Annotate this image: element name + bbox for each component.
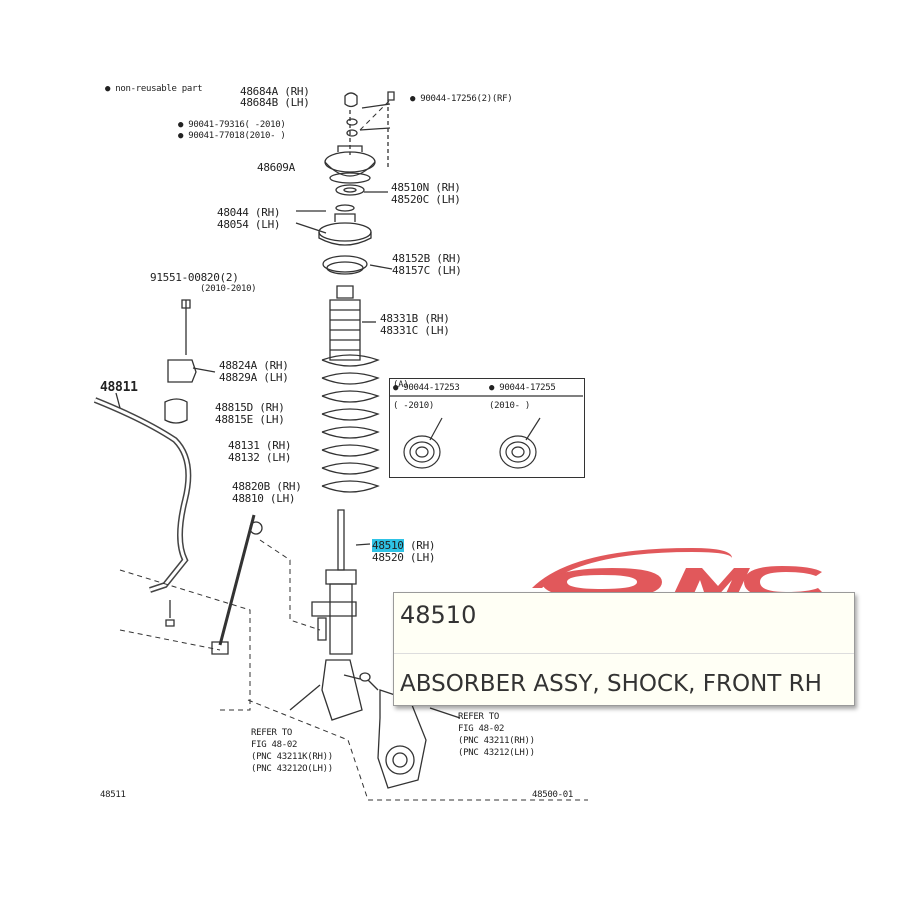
selected-part-number: 48510 xyxy=(372,539,404,552)
part-label-48820b[interactable]: 48820B (RH) xyxy=(232,480,302,493)
part-label-90041-77018[interactable]: ● 90041-77018(2010- ) xyxy=(178,131,286,141)
refer-right-1: REFER TO xyxy=(458,712,499,722)
inset-date-a: ( -2010) xyxy=(393,401,434,411)
part-label-48131[interactable]: 48131 (RH) xyxy=(228,439,292,452)
part-tooltip: 48510 ABSORBER ASSY, SHOCK, FRONT RH xyxy=(393,592,855,706)
inset-part-a[interactable]: ● 90044-17253 xyxy=(393,383,460,393)
tooltip-part-number: 48510 xyxy=(400,601,477,629)
part-label-48132[interactable]: 48132 (LH) xyxy=(228,451,292,464)
part-label-48684b[interactable]: 48684B (LH) xyxy=(240,96,310,109)
part-label-48510-selected[interactable]: 48510 (RH) xyxy=(372,539,436,552)
refer-left-2: FIG 48-02 xyxy=(251,740,298,750)
part-label-48331c[interactable]: 48331C (LH) xyxy=(380,324,450,337)
legend-note: ● non-reusable part xyxy=(105,84,203,94)
part-label-48684a[interactable]: 48684A (RH) xyxy=(240,85,310,98)
tooltip-part-name: ABSORBER ASSY, SHOCK, FRONT RH xyxy=(400,671,822,697)
selected-part-side: (RH) xyxy=(409,539,436,552)
fig-ref: 48500-01 xyxy=(532,790,573,800)
part-label-48829a[interactable]: 48829A (LH) xyxy=(219,371,289,384)
inset-part-b[interactable]: ● 90044-17255 xyxy=(489,383,556,393)
refer-left-1: REFER TO xyxy=(251,728,292,738)
part-label-48824a[interactable]: 48824A (RH) xyxy=(219,359,289,372)
diagram-ref: 48511 xyxy=(100,790,126,800)
part-label-48811[interactable]: 48811 xyxy=(100,380,138,395)
part-label-48152b[interactable]: 48152B (RH) xyxy=(392,252,462,265)
part-label-48520c[interactable]: 48520C (LH) xyxy=(391,193,461,206)
inset-tag: (A) xyxy=(393,380,409,390)
omc-watermark-logo xyxy=(532,548,822,598)
part-label-48815e[interactable]: 48815E (LH) xyxy=(215,413,285,426)
part-label-48054[interactable]: 48054 (LH) xyxy=(217,218,281,231)
refer-right-2: FIG 48-02 xyxy=(458,724,505,734)
part-label-91551[interactable]: 91551-00820(2) xyxy=(150,271,239,284)
inset-box xyxy=(389,378,585,478)
refer-right-3: (PNC 43211(RH)) xyxy=(458,736,535,746)
part-label-48609a[interactable]: 48609A xyxy=(257,161,295,174)
part-label-48157c[interactable]: 48157C (LH) xyxy=(392,264,462,277)
part-label-48044[interactable]: 48044 (RH) xyxy=(217,206,281,219)
refer-right-4: (PNC 43212(LH)) xyxy=(458,748,535,758)
refer-left-4: (PNC 43212O(LH)) xyxy=(251,764,333,774)
part-label-48331b[interactable]: 48331B (RH) xyxy=(380,312,450,325)
part-label-90044-top[interactable]: ● 90044-17256(2)(RF) xyxy=(410,94,513,104)
inset-date-b: (2010- ) xyxy=(489,401,530,411)
part-label-48520[interactable]: 48520 (LH) xyxy=(372,551,436,564)
part-label-90041-79316[interactable]: ● 90041-79316( -2010) xyxy=(178,120,286,130)
part-label-48810[interactable]: 48810 (LH) xyxy=(232,492,296,505)
part-label-48815d[interactable]: 48815D (RH) xyxy=(215,401,285,414)
part-label-91551-note: (2010-2010) xyxy=(200,284,257,294)
part-label-48510n[interactable]: 48510N (RH) xyxy=(391,181,461,194)
refer-left-3: (PNC 43211K(RH)) xyxy=(251,752,333,762)
tooltip-divider xyxy=(394,653,854,654)
